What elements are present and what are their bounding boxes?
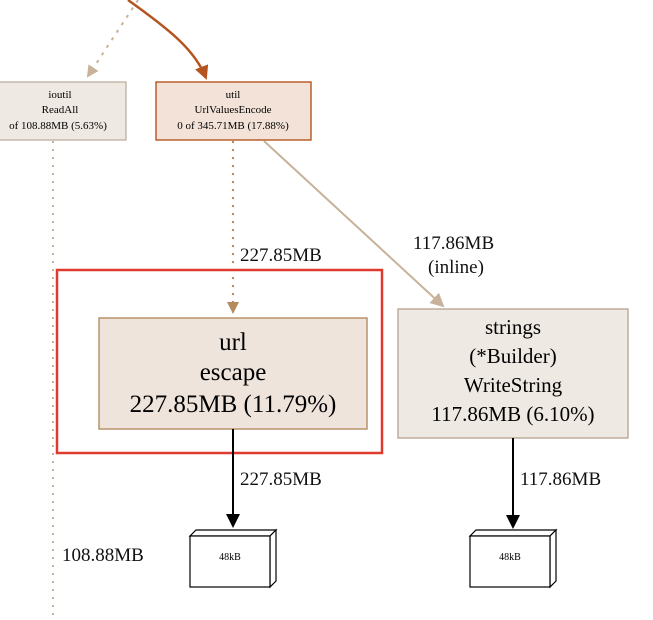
edge-encode-to-escape-label: 227.85MB [240,245,322,266]
edge-readall-down-label: 108.88MB [62,545,144,566]
node-url-escape-line2: escape [200,359,267,386]
edge-encode-to-writestring-label: 117.86MB [413,233,494,254]
node-url-escape-line3: 227.85MB (11.79%) [130,391,337,418]
node-ioutil-readall-line2: ReadAll [42,104,79,116]
node-writestring-line1: strings [485,315,541,339]
node-writestring-line4: 117.86MB (6.10%) [431,402,594,426]
node-writestring-line2: (*Builder) [469,344,556,368]
node-url-escape-line1: url [219,329,247,356]
node-strings-builder-writestring[interactable]: strings (*Builder) WriteString 117.86MB … [397,308,629,439]
node-util-urlvaluesencode[interactable]: util UrlValuesEncode 0 of 345.71MB (17.8… [155,81,312,141]
edge-escape-to-block-label: 227.85MB [240,469,322,490]
block-left-label: 48kB [219,552,241,563]
edge-encode-to-writestring-sublabel: (inline) [428,257,484,278]
edge-into-readall [86,0,139,78]
node-ioutil-readall-line1: ioutil [48,89,71,101]
highlight-box [55,268,384,455]
node-ioutil-readall[interactable]: ioutil ReadAll of 108.88MB (5.63%) [0,81,127,141]
node-urlvaluesencode-line3: 0 of 345.71MB (17.88%) [177,120,289,132]
edge-encode-to-writestring [263,140,445,308]
block-right[interactable]: 48kB [468,528,558,589]
node-url-escape[interactable]: url escape 227.85MB (11.79%) [98,317,368,430]
block-right-label: 48kB [499,552,521,563]
edge-writestring-to-block-label: 117.86MB [520,469,601,490]
edge-into-urlvaluesencode [127,0,209,80]
node-urlvaluesencode-line1: util [226,89,241,101]
node-ioutil-readall-line3: of 108.88MB (5.63%) [9,120,107,132]
node-urlvaluesencode-line2: UrlValuesEncode [195,104,272,116]
node-writestring-line3: WriteString [464,373,563,397]
block-left[interactable]: 48kB [188,528,278,589]
